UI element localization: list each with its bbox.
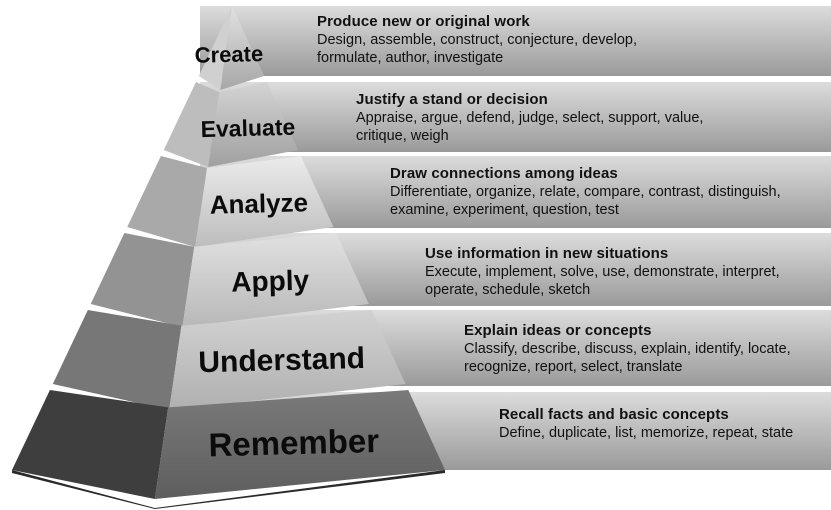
tier-label-remember: Remember (208, 422, 380, 463)
heading-create: Produce new or original work (317, 13, 530, 30)
tier-label-analyze: Analyze (209, 187, 308, 220)
description-band-create (200, 6, 831, 76)
description-create: Produce new or original work Design, ass… (317, 13, 637, 67)
heading-remember: Recall facts and basic concepts (499, 406, 729, 423)
description-analyze: Draw connections among ideas Differentia… (390, 165, 781, 219)
heading-understand: Explain ideas or concepts (464, 322, 652, 339)
pyramid-base-edge (12, 470, 445, 509)
detail-understand-line-2: recognize, report, select, translate (464, 359, 683, 375)
description-understand: Explain ideas or concepts Classify, desc… (464, 322, 791, 376)
detail-apply-line-2: operate, schedule, sketch (425, 282, 591, 298)
tier-understand-side (52, 310, 182, 410)
tier-analyze-side (127, 156, 208, 247)
tier-apply-side (90, 233, 195, 327)
tier-evaluate-front (208, 82, 299, 167)
description-apply: Use information in new situations Execut… (425, 245, 780, 299)
tier-apply-front (182, 233, 369, 327)
tier-analyze-front (195, 156, 334, 247)
detail-understand-line-1: Classify, describe, discuss, explain, id… (464, 341, 791, 357)
tier-label-apply: Apply (231, 265, 310, 298)
detail-remember-line-1: Define, duplicate, list, memorize, repea… (499, 425, 794, 441)
heading-evaluate: Justify a stand or decision (356, 91, 548, 108)
description-remember: Recall facts and basic concepts Define, … (499, 406, 793, 442)
tier-label-understand: Understand (198, 342, 365, 379)
tier-label-evaluate: Evaluate (200, 114, 295, 142)
tier-evaluate-side (163, 82, 220, 167)
tier-label-create: Create (194, 41, 263, 68)
detail-evaluate-line-2: critique, weigh (356, 128, 449, 144)
detail-analyze-line-2: examine, experiment, question, test (390, 202, 619, 218)
heading-apply: Use information in new situations (425, 245, 669, 262)
tier-create-front (220, 6, 265, 90)
detail-apply-line-1: Execute, implement, solve, use, demonstr… (425, 264, 780, 280)
tier-understand-front (169, 310, 406, 410)
detail-analyze-line-1: Differentiate, organize, relate, compare… (390, 184, 781, 200)
detail-evaluate-line-1: Appraise, argue, defend, judge, select, … (356, 110, 704, 126)
detail-create-line-1: Design, assemble, construct, conjecture,… (317, 32, 637, 48)
description-band-evaluate (200, 82, 831, 152)
tier-remember-front (154, 390, 445, 499)
tier-create-side (198, 6, 232, 90)
detail-create-line-2: formulate, author, investigate (317, 50, 504, 66)
description-evaluate: Justify a stand or decision Appraise, ar… (356, 91, 703, 145)
tier-remember-side (12, 390, 169, 499)
heading-analyze: Draw connections among ideas (390, 165, 618, 182)
